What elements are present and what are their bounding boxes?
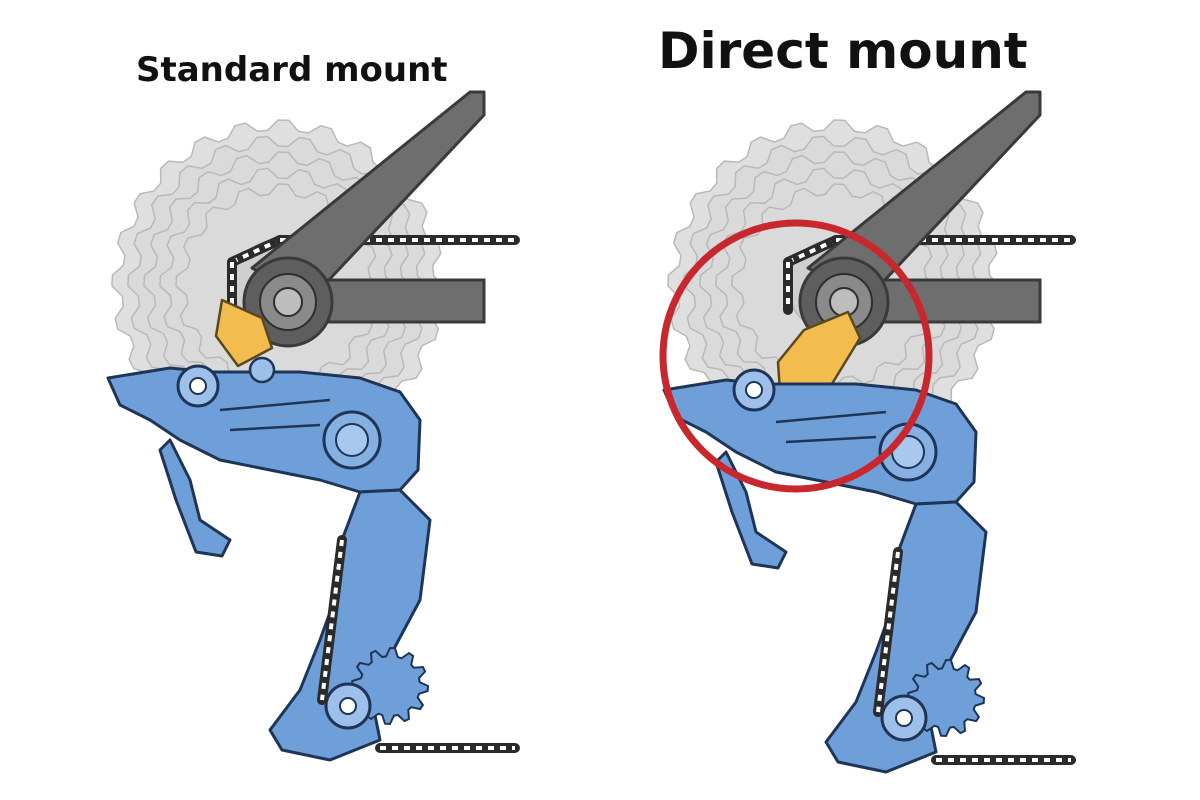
chain-icon: [783, 235, 841, 267]
chain-icon: [317, 535, 347, 705]
bike-frame-stays-icon: [242, 90, 486, 348]
standard-mount-panel: [106, 90, 520, 762]
chain-icon: [873, 547, 903, 717]
rear-derailleur-icon: [662, 368, 988, 774]
chain-icon: [227, 235, 285, 267]
derailleur-hanger-icon: [214, 298, 274, 368]
direct-mount-label: Direct mount: [658, 22, 1028, 80]
red-highlight-circle-icon: [659, 219, 933, 493]
rear-derailleur-icon: [106, 356, 432, 762]
standard-mount-label: Standard mount: [136, 50, 448, 90]
direct-mount-panel: [662, 90, 1076, 774]
